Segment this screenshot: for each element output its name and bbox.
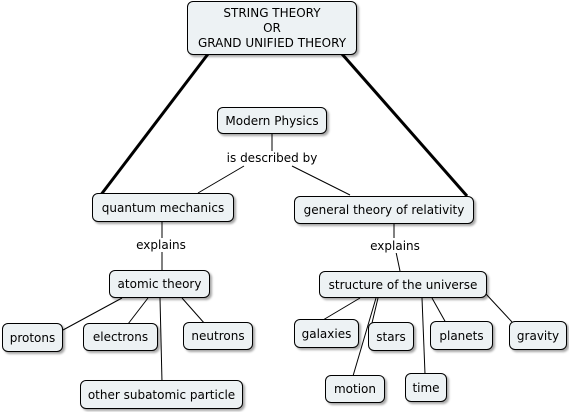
connector-label-relativity — [291, 165, 351, 196]
title-line-2: OR — [263, 20, 281, 35]
connector-atomic-electrons — [127, 297, 149, 325]
node-atomic-theory-label: atomic theory — [117, 277, 202, 291]
connector-structure-planets — [431, 297, 447, 324]
link-label-explains-right: explains — [368, 239, 422, 253]
node-structure-universe-label: structure of the universe — [328, 277, 478, 292]
node-electrons[interactable]: electrons — [83, 323, 158, 351]
node-motion-label: motion — [333, 382, 377, 396]
node-gravity[interactable]: gravity — [509, 321, 567, 350]
node-time[interactable]: time — [405, 373, 447, 402]
connector-structure-motion — [352, 297, 377, 377]
node-gravity-label: gravity — [516, 328, 560, 343]
node-planets[interactable]: planets — [430, 321, 493, 350]
node-general-relativity-label: general theory of relativity — [303, 203, 465, 217]
node-modern-physics-label: Modern Physics — [225, 113, 319, 128]
node-galaxies-label: galaxies — [301, 326, 352, 341]
title-line-1: STRING THEORY — [223, 5, 321, 20]
node-galaxies[interactable]: galaxies — [294, 319, 359, 348]
node-other-subatomic[interactable]: other subatomic particle — [80, 380, 243, 409]
connector-label-quantum — [197, 165, 245, 194]
connector-title-quantum — [98, 53, 210, 197]
node-planets-label: planets — [439, 328, 484, 343]
connector-explains-structure — [395, 251, 401, 272]
node-modern-physics[interactable]: Modern Physics — [217, 107, 327, 134]
title-line-3: GRAND UNIFIED THEORY — [197, 35, 347, 50]
connector-structure-time — [421, 297, 426, 375]
connector-structure-galaxies — [322, 297, 361, 321]
node-motion[interactable]: motion — [325, 375, 385, 403]
node-neutrons-label: neutrons — [191, 329, 245, 343]
node-protons-label: protons — [9, 330, 56, 345]
connector-structure-gravity — [485, 293, 513, 323]
connector-atomic-neutrons — [181, 297, 206, 325]
title-node[interactable]: STRING THEORY OR GRAND UNIFIED THEORY — [187, 1, 357, 55]
node-neutrons[interactable]: neutrons — [183, 322, 253, 350]
node-atomic-theory[interactable]: atomic theory — [109, 270, 210, 298]
link-label-explains-left: explains — [134, 238, 188, 252]
node-electrons-label: electrons — [92, 330, 149, 344]
node-protons[interactable]: protons — [2, 323, 63, 352]
connector-atomic-other — [159, 297, 163, 383]
node-quantum-mechanics-label: quantum mechanics — [101, 200, 225, 215]
node-structure-universe[interactable]: structure of the universe — [319, 271, 487, 298]
link-label-described-by: is described by — [224, 151, 320, 165]
connector-atomic-protons — [62, 297, 123, 331]
node-general-relativity[interactable]: general theory of relativity — [294, 196, 474, 224]
connector-structure-stars — [371, 297, 379, 324]
node-stars-label: stars — [376, 329, 406, 344]
node-other-subatomic-label: other subatomic particle — [87, 387, 236, 402]
node-time-label: time — [412, 380, 440, 395]
connector-title-relativity — [340, 53, 469, 197]
node-stars[interactable]: stars — [368, 322, 414, 351]
node-quantum-mechanics[interactable]: quantum mechanics — [92, 193, 234, 222]
